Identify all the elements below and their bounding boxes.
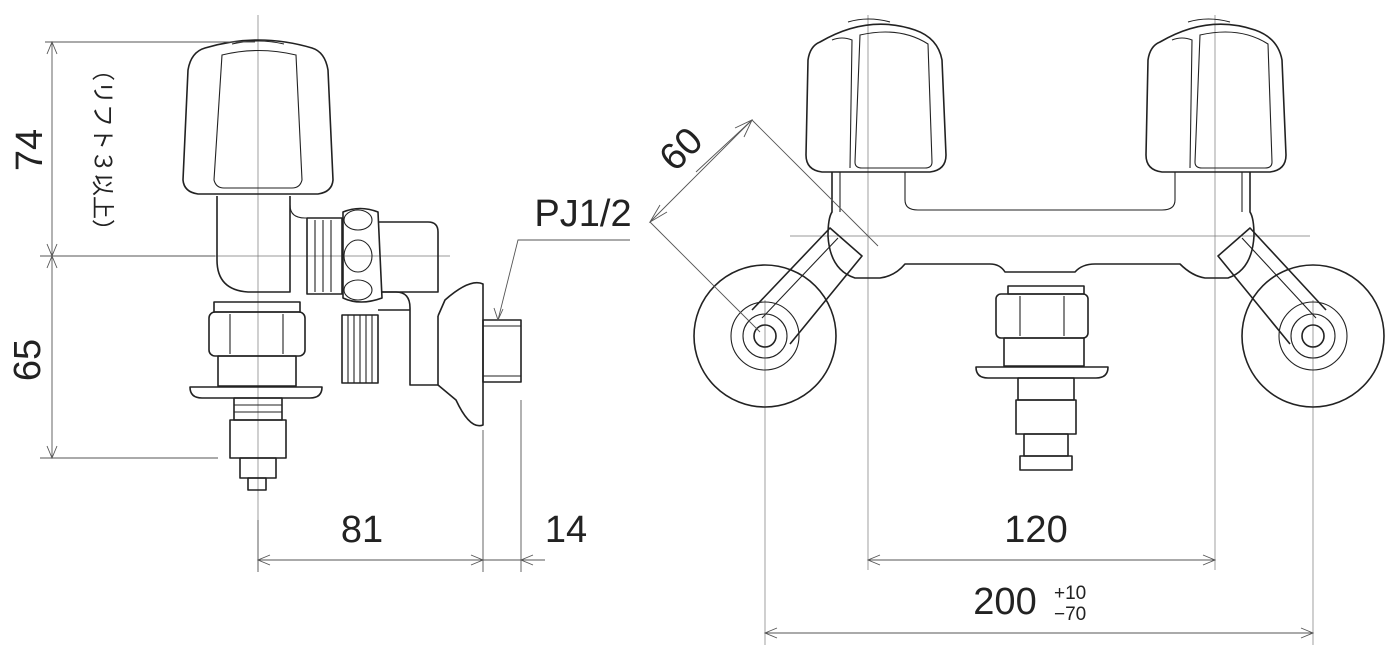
dim-side-height-lower: 65 [7, 339, 49, 381]
front-valve-body [827, 172, 1255, 279]
side-hex-nut [208, 311, 306, 357]
front-view [648, 15, 1385, 645]
front-mount-left [693, 227, 863, 408]
dim-mount-pitch-tol-upper: +10 [1054, 583, 1086, 604]
side-wall-flange [437, 281, 484, 427]
dim-handle-pitch: 120 [1004, 509, 1067, 551]
dim-lift-note: （リフト３以上） [90, 58, 116, 242]
dim-side-depth: 81 [341, 509, 383, 551]
front-spout-connector [975, 285, 1109, 471]
side-thread-pipe [482, 319, 522, 383]
dim-mount-pitch: 200 [973, 581, 1036, 623]
front-mount-right [1217, 227, 1385, 408]
dim-side-thread-length: 14 [545, 509, 587, 551]
side-view [40, 15, 630, 572]
label-pipe-thread: PJ1/2 [534, 193, 631, 235]
side-handle-knob [182, 39, 334, 195]
dim-arm-length: 60 [652, 120, 712, 180]
front-handle-left [805, 18, 947, 173]
side-valve-body [216, 196, 291, 293]
front-handle-right [1145, 18, 1287, 173]
dim-mount-pitch-tol-lower: −70 [1054, 604, 1086, 625]
dim-side-height-upper: 74 [9, 129, 51, 171]
